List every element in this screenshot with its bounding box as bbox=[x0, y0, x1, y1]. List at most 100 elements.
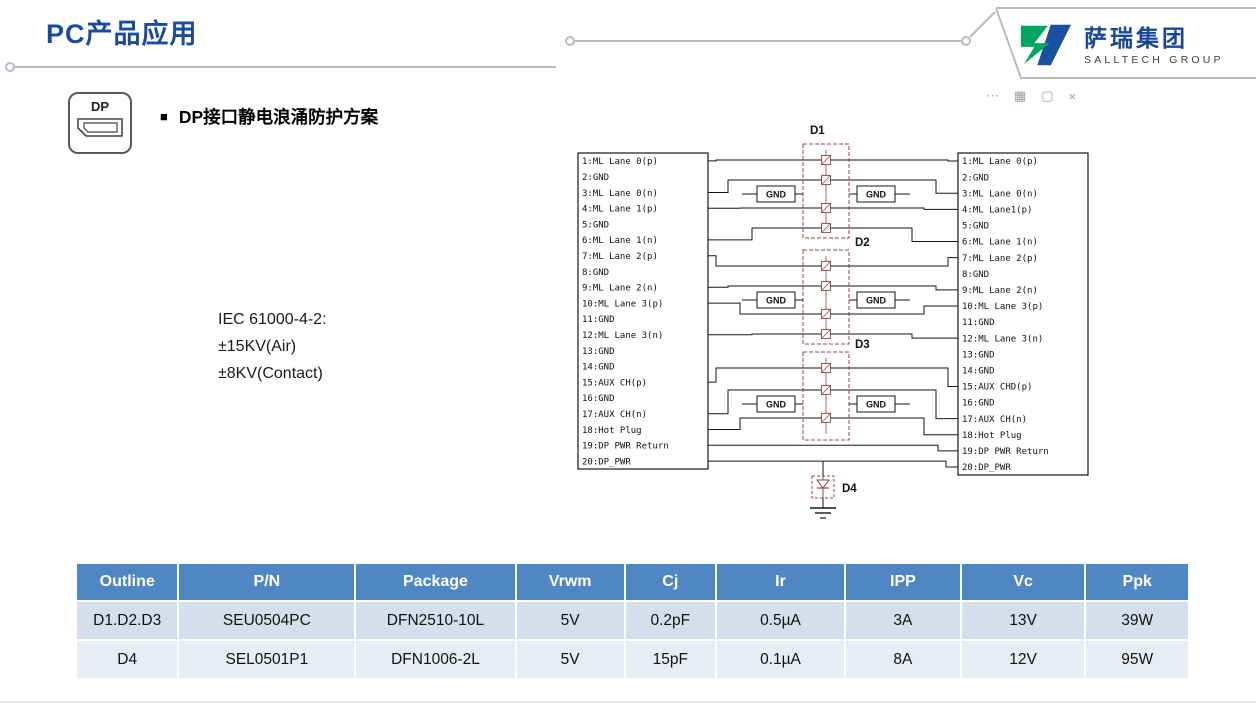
left-pin-label: 9:ML Lane 2(n) bbox=[582, 284, 658, 294]
d4-diode bbox=[816, 479, 830, 489]
more-icon[interactable]: ⋯ bbox=[986, 88, 999, 103]
left-pin-label: 10:ML Lane 3(p) bbox=[582, 299, 663, 309]
column-header: Ppk bbox=[1084, 562, 1190, 602]
table-cell: 39W bbox=[1084, 600, 1190, 641]
esd-cell-diode bbox=[821, 223, 831, 233]
esd-cell-diode bbox=[821, 155, 831, 165]
left-pin-label: 14:GND bbox=[582, 363, 615, 373]
dp-badge-label: DP bbox=[90, 99, 110, 114]
iec-standard-text: IEC 61000-4-2: ±15KV(Air) ±8KV(Contact) bbox=[218, 306, 327, 387]
right-pin-label: 13:GND bbox=[962, 350, 995, 360]
right-pin-label: 7:ML Lane 2(p) bbox=[962, 254, 1038, 264]
device-label: D3 bbox=[855, 339, 870, 351]
left-pin-label: 7:ML Lane 2(p) bbox=[582, 252, 658, 262]
right-pin-label: 3:ML Lane 0(n) bbox=[962, 189, 1038, 199]
left-pin-label: 19:DP PWR Return bbox=[582, 442, 669, 452]
right-pin-label: 15:AUX CHD(p) bbox=[962, 383, 1032, 393]
column-header: Vrwm bbox=[514, 562, 626, 602]
table-cell: DFN2510-10L bbox=[354, 600, 517, 641]
table-cell: DFN1006-2L bbox=[354, 639, 517, 680]
deco-node bbox=[961, 36, 971, 46]
right-pin-label: 14:GND bbox=[962, 367, 995, 377]
right-pin-label: 18:Hot Plug bbox=[962, 431, 1022, 441]
left-pin-label: 16:GND bbox=[582, 394, 615, 404]
close-icon[interactable]: × bbox=[1068, 88, 1077, 104]
gnd-label: GND bbox=[766, 190, 787, 200]
signal-wire bbox=[708, 417, 958, 436]
esd-cell-diode bbox=[821, 363, 831, 373]
table-cell: 0.1µA bbox=[714, 639, 847, 680]
right-pin-label: 20:DP_PWR bbox=[962, 463, 1011, 473]
iec-line: ±8KV(Contact) bbox=[218, 365, 323, 382]
right-pin-label: 12:ML Lane 3(n) bbox=[962, 334, 1043, 344]
column-header: Ir bbox=[714, 562, 847, 602]
signal-wire bbox=[708, 444, 958, 452]
column-header: IPP bbox=[844, 562, 962, 602]
signal-wire bbox=[708, 285, 958, 291]
esd-cell-diode bbox=[821, 175, 831, 185]
gnd-label: GND bbox=[866, 296, 887, 306]
column-header: Outline bbox=[74, 562, 180, 602]
gnd-label: GND bbox=[766, 400, 787, 410]
signal-wire bbox=[708, 207, 958, 210]
left-pin-label: 3:ML Lane 0(n) bbox=[582, 189, 658, 199]
right-pin-label: 6:ML Lane 1(n) bbox=[962, 238, 1038, 248]
left-pin-label: 12:ML Lane 3(n) bbox=[582, 331, 663, 341]
right-pin-label: 9:ML Lane 2(n) bbox=[962, 286, 1038, 296]
table-cell: 0.5µA bbox=[714, 600, 847, 641]
logo-green-shape bbox=[1020, 25, 1050, 65]
grid-icon[interactable]: ▦ bbox=[1014, 88, 1027, 103]
section-title: ■ DP接口静电浪涌防护方案 bbox=[160, 104, 378, 129]
left-connector-box bbox=[577, 152, 709, 470]
floating-toolbar[interactable]: ⋯ ▦ ▢ × bbox=[986, 88, 1106, 104]
left-pin-label: 13:GND bbox=[582, 347, 615, 357]
left-pin-label: 5:GND bbox=[582, 220, 609, 230]
section-title-text: DP接口静电浪涌防护方案 bbox=[178, 107, 379, 127]
esd-array-outline bbox=[802, 351, 850, 441]
column-header: Cj bbox=[623, 562, 717, 602]
right-pin-label: 10:ML Lane 3(p) bbox=[962, 302, 1043, 312]
table-cell: 13V bbox=[959, 600, 1087, 641]
signal-wire bbox=[708, 389, 958, 420]
deco-diagonal bbox=[969, 11, 996, 38]
table-cell: 0.2pF bbox=[623, 600, 717, 641]
esd-cell-diode bbox=[821, 385, 831, 395]
esd-cell-diode bbox=[821, 309, 831, 319]
left-pin-label: 20:DP_PWR bbox=[582, 457, 631, 467]
table-cell: 3A bbox=[844, 600, 962, 641]
right-pin-label: 8:GND bbox=[962, 270, 989, 280]
bullet-square-icon: ■ bbox=[160, 109, 168, 124]
page-title: PC产品应用 bbox=[46, 19, 198, 49]
gnd-label: GND bbox=[866, 400, 887, 410]
table-cell: SEU0504PC bbox=[177, 600, 357, 641]
signal-wire bbox=[708, 333, 958, 339]
gnd-label: GND bbox=[766, 296, 787, 306]
slide-bottom-edge bbox=[0, 701, 1256, 703]
column-header: P/N bbox=[177, 562, 357, 602]
table-cell: 8A bbox=[844, 639, 962, 680]
logo-mark-icon bbox=[1020, 24, 1071, 66]
signal-wire bbox=[708, 159, 958, 162]
table-cell: D1.D2.D3 bbox=[74, 600, 180, 641]
table-cell: 15pF bbox=[623, 639, 717, 680]
logo-blue-shape bbox=[1037, 24, 1071, 66]
right-pin-label: 11:GND bbox=[962, 318, 995, 328]
left-pin-label: 15:AUX CH(p) bbox=[582, 378, 647, 388]
window-icon[interactable]: ▢ bbox=[1041, 88, 1054, 103]
table-cell: D4 bbox=[74, 639, 180, 680]
left-pin-label: 17:AUX CH(n) bbox=[582, 410, 647, 420]
logo-name-en: SALLTECH GROUP bbox=[1084, 53, 1224, 66]
table-cell: 12V bbox=[959, 639, 1087, 680]
esd-cell-diode bbox=[821, 203, 831, 213]
gnd-label: GND bbox=[866, 190, 887, 200]
displayport-connector-icon bbox=[77, 118, 123, 137]
left-pin-label: 18:Hot Plug bbox=[582, 426, 642, 436]
right-pin-label: 4:ML Lane1(p) bbox=[962, 206, 1032, 216]
signal-wire bbox=[708, 302, 958, 315]
deco-node bbox=[565, 36, 575, 46]
esd-array-outline bbox=[802, 143, 850, 239]
right-pin-label: 16:GND bbox=[962, 399, 995, 409]
